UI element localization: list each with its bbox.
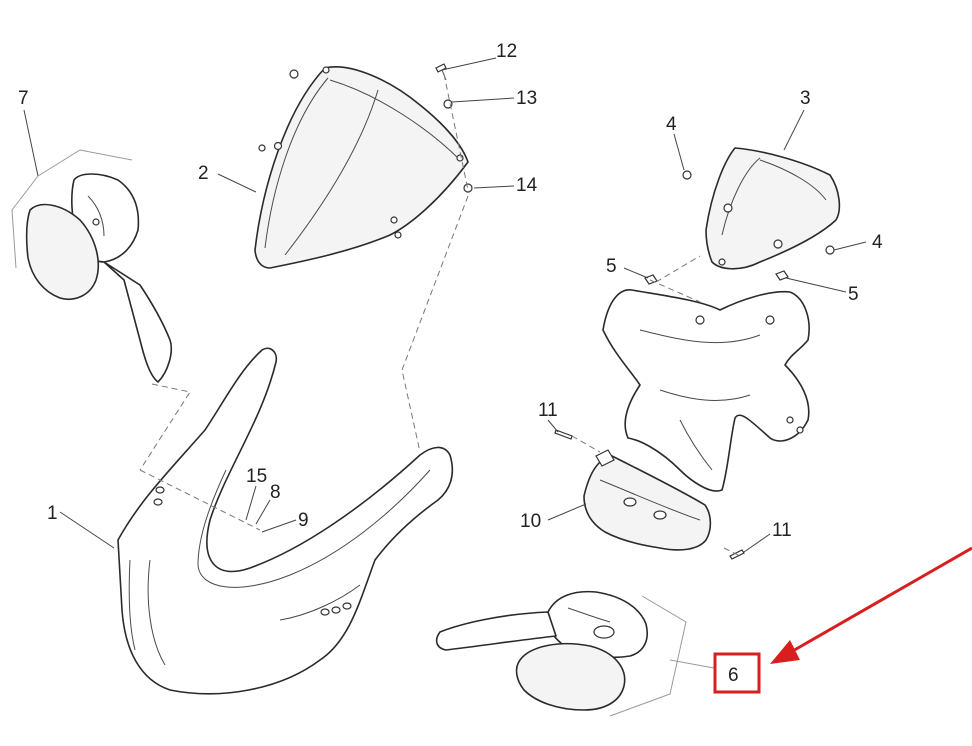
callout-3: 3 <box>800 88 811 109</box>
headlight-tray-part <box>583 449 712 551</box>
callout-9: 9 <box>298 510 309 531</box>
callout-12: 12 <box>496 41 517 62</box>
callout-7: 7 <box>18 88 29 109</box>
callout-15: 15 <box>246 466 267 487</box>
callout-14: 14 <box>516 175 538 196</box>
instrument-cover-part <box>705 147 841 270</box>
callout-13: 13 <box>516 88 537 109</box>
right-mirror-part <box>435 590 648 711</box>
highlight-box <box>713 652 761 694</box>
front-bracket-part <box>602 289 810 492</box>
mirror-group-brackets <box>11 149 715 717</box>
callout-6: 6 <box>728 665 739 686</box>
callout-4a: 4 <box>666 114 677 135</box>
front-fairing-part <box>117 347 454 695</box>
callout-2: 2 <box>198 163 209 184</box>
callout-11a: 11 <box>538 400 558 421</box>
callout-5b: 5 <box>848 284 859 305</box>
callout-5a: 5 <box>606 256 617 277</box>
callout-8: 8 <box>270 482 281 503</box>
nut-hardware-4b <box>825 245 835 255</box>
callout-10: 10 <box>520 511 541 532</box>
callout-labels: 1 2 3 4 4 5 5 7 8 9 10 11 11 12 13 14 15 <box>18 41 883 541</box>
assembly-lines <box>139 73 741 557</box>
clip-hardware-5b <box>775 270 789 281</box>
highlight-arrow-head <box>770 640 800 664</box>
nut-hardware-4a <box>682 170 692 180</box>
left-mirror-part <box>25 173 173 383</box>
washer-hardware-13 <box>443 99 453 109</box>
highlight-arrow-shaft <box>783 546 972 658</box>
windscreen-part <box>254 66 469 269</box>
nut-hardware-14 <box>463 183 473 193</box>
callout-11b: 11 <box>772 520 792 541</box>
callout-4b: 4 <box>872 232 883 253</box>
leader-lines <box>23 57 867 553</box>
callout-1: 1 <box>47 503 58 524</box>
screw-hardware-11a <box>554 429 573 440</box>
highlight-annotation: 6 <box>713 546 972 694</box>
